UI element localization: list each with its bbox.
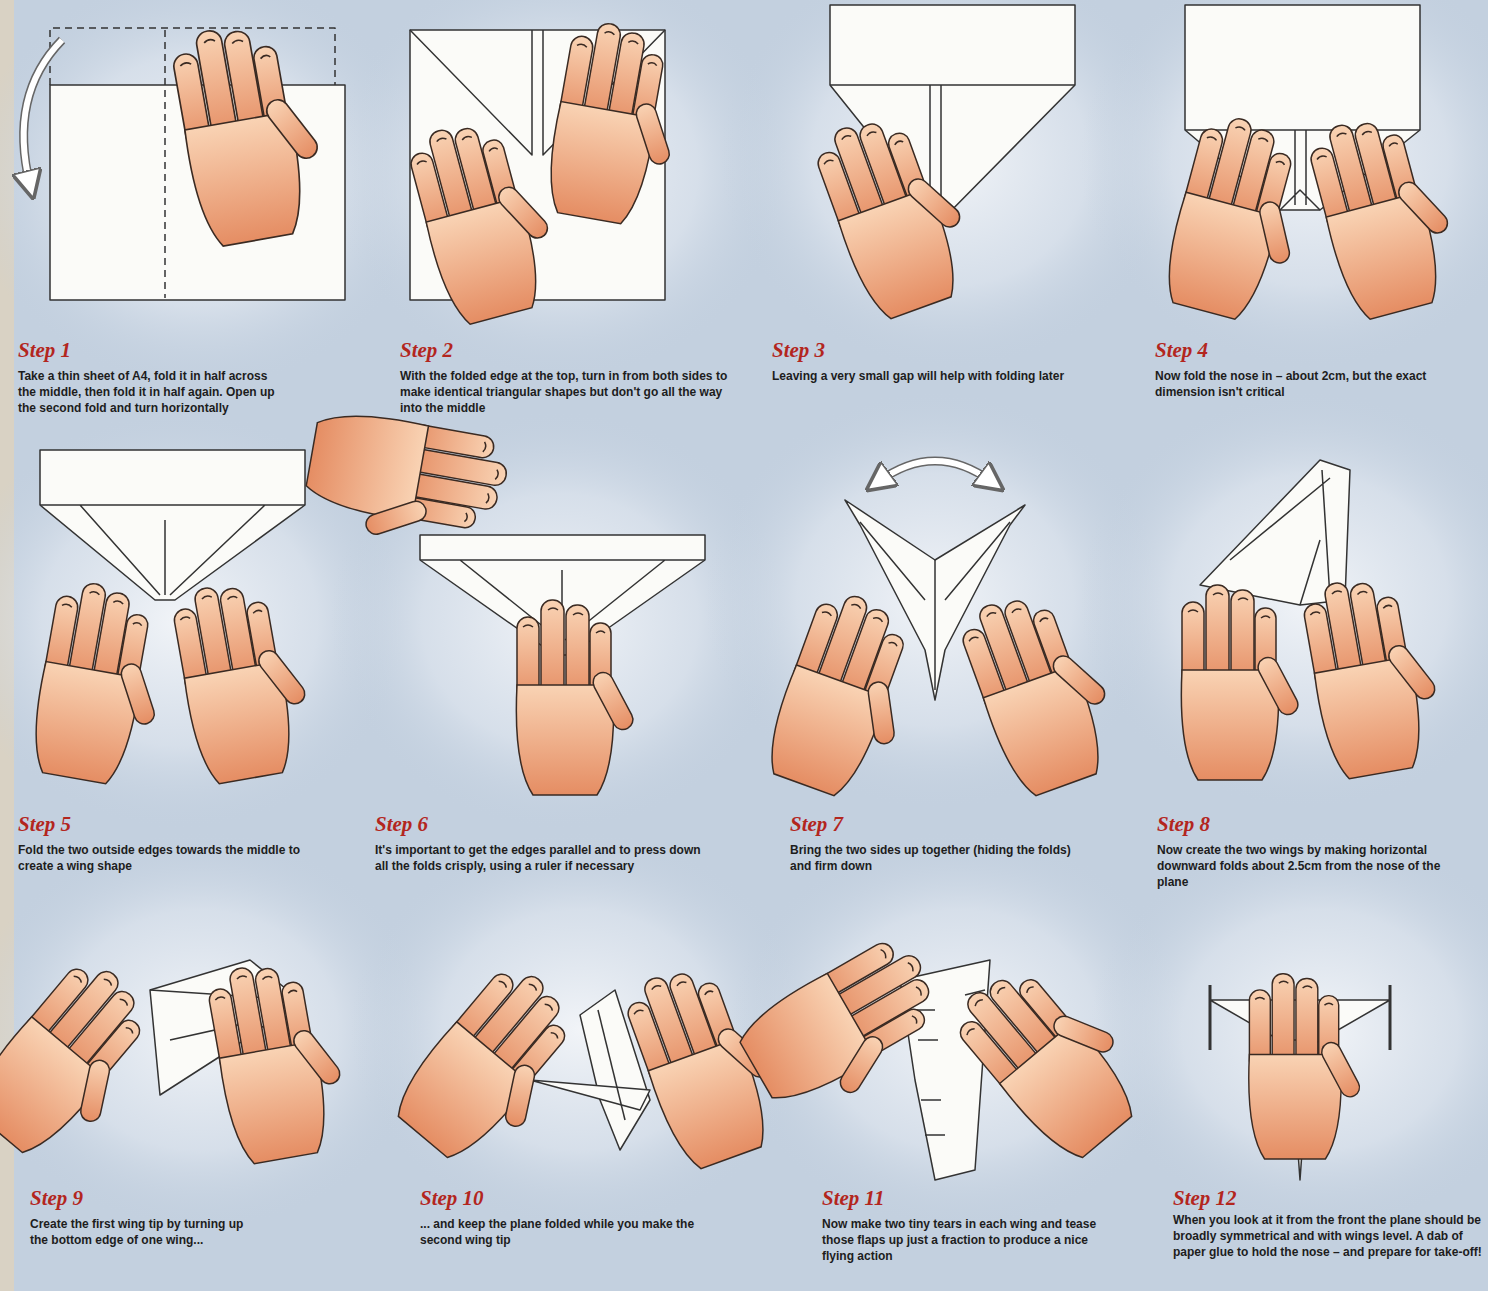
hands <box>1299 569 1451 782</box>
hands <box>204 954 356 1167</box>
hands <box>386 956 603 1183</box>
hands <box>809 100 989 324</box>
hands <box>1249 974 1363 1159</box>
step-title: Step 8 <box>1157 812 1210 836</box>
hands <box>299 406 512 558</box>
step-title: Step 2 <box>400 338 453 362</box>
hands <box>0 951 178 1178</box>
paper <box>40 450 305 600</box>
step-caption: When you look at it from the front the p… <box>1173 1212 1482 1260</box>
step-caption: Now fold the nose in – about 2cm, but th… <box>1155 368 1455 400</box>
paper <box>598 1010 625 1120</box>
step-title: Step 1 <box>18 338 71 362</box>
step-caption: Now make two tiny tears in each wing and… <box>822 1216 1122 1264</box>
step-title: Step 6 <box>375 812 428 836</box>
fold-arrow <box>24 40 62 185</box>
step-title: Step 7 <box>790 812 843 836</box>
step-caption: Bring the two sides up together (hiding … <box>790 842 1090 874</box>
paper <box>164 30 166 85</box>
hands <box>0 15 1470 1183</box>
fold-arrow <box>878 461 992 482</box>
step-caption: ... and keep the plane folded while you … <box>420 1216 700 1248</box>
step-caption: Take a thin sheet of A4, fold it in half… <box>18 368 288 416</box>
paper <box>164 90 166 298</box>
step-caption: Create the first wing tip by turning up … <box>30 1216 260 1248</box>
paper <box>1230 470 1330 605</box>
hands <box>26 578 178 791</box>
background <box>1080 390 1488 810</box>
paper <box>40 5 1420 1180</box>
fold-arrow <box>24 40 62 185</box>
hands <box>404 109 570 328</box>
hands <box>732 930 961 1131</box>
step-title: Step 11 <box>822 1186 884 1210</box>
background <box>1090 830 1488 1230</box>
step-caption: It's important to get the edges parallel… <box>375 842 705 874</box>
fold-arrow <box>878 461 992 482</box>
background <box>330 0 790 380</box>
hands <box>945 942 1162 1169</box>
hands <box>954 577 1134 801</box>
fold-arrow <box>24 40 992 482</box>
hands <box>1304 104 1470 323</box>
step-title: Step 4 <box>1155 338 1208 362</box>
paper <box>1200 460 1350 605</box>
hands <box>758 585 938 809</box>
hands <box>1157 110 1323 329</box>
step-title: Step 10 <box>420 1186 484 1210</box>
step-caption: Leaving a very small gap will help with … <box>772 368 1132 384</box>
hands <box>541 18 693 231</box>
step-title: Step 9 <box>30 1186 83 1210</box>
step-caption: With the folded edge at the top, turn in… <box>400 368 730 416</box>
step-title: Step 12 <box>1173 1186 1237 1210</box>
paper <box>40 505 305 595</box>
hands <box>1181 585 1301 780</box>
step-title: Step 3 <box>772 338 825 362</box>
hands <box>169 574 321 787</box>
step-caption: Fold the two outside edges towards the m… <box>18 842 318 874</box>
step-title: Step 5 <box>18 812 71 836</box>
hands <box>168 15 335 249</box>
step-caption: Now create the two wings by making horiz… <box>1157 842 1457 890</box>
paper <box>530 1080 650 1110</box>
hands <box>516 600 636 795</box>
background <box>1080 0 1488 370</box>
